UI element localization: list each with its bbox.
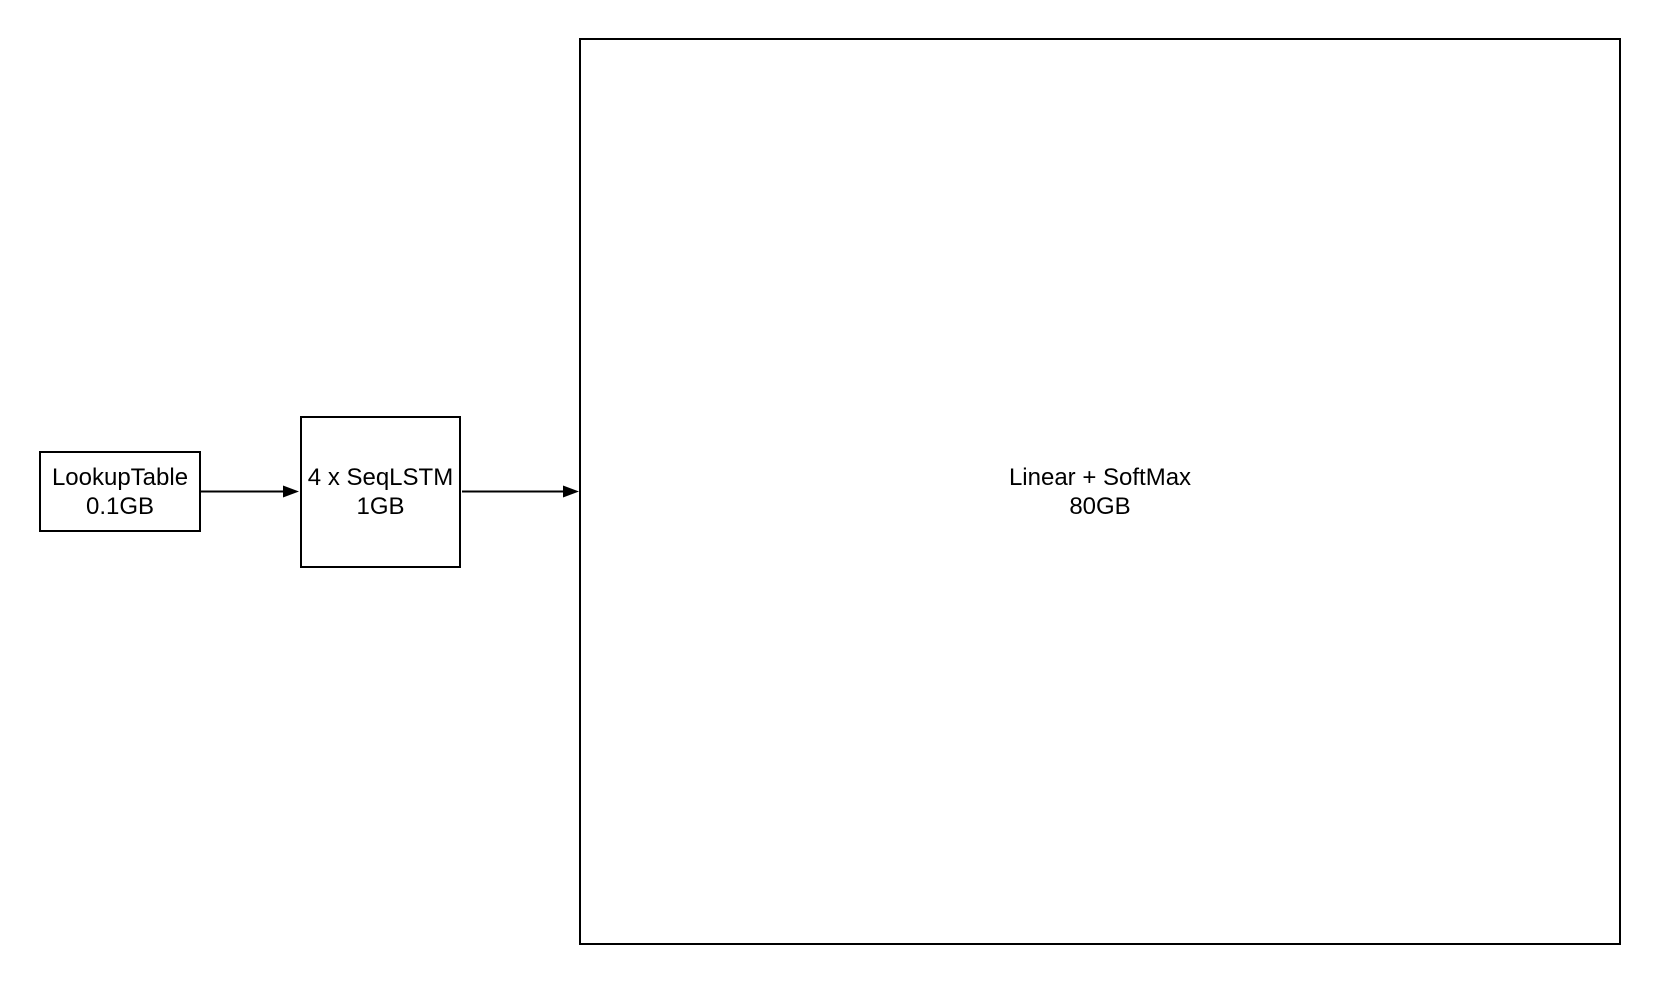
node-lookuptable-size: 0.1GB (85, 492, 155, 520)
node-linear-softmax: Linear + SoftMax 80GB (579, 38, 1621, 945)
node-lookuptable-label: LookupTable (51, 463, 189, 491)
arrow-lookuptable-to-seqlstm-head-icon (283, 485, 299, 498)
node-seqlstm: 4 x SeqLSTM 1GB (300, 416, 461, 568)
node-linear-softmax-label: Linear + SoftMax (1008, 463, 1192, 491)
arrow-seqlstm-to-linear-softmax-head-icon (563, 485, 579, 498)
node-seqlstm-label: 4 x SeqLSTM (307, 464, 454, 491)
arrow-lookuptable-to-seqlstm (201, 485, 299, 498)
node-lookuptable: LookupTable 0.1GB (39, 451, 201, 532)
arrow-seqlstm-to-linear-softmax (462, 485, 579, 498)
node-linear-softmax-size: 80GB (1069, 492, 1131, 520)
node-seqlstm-size: 1GB (356, 493, 405, 520)
